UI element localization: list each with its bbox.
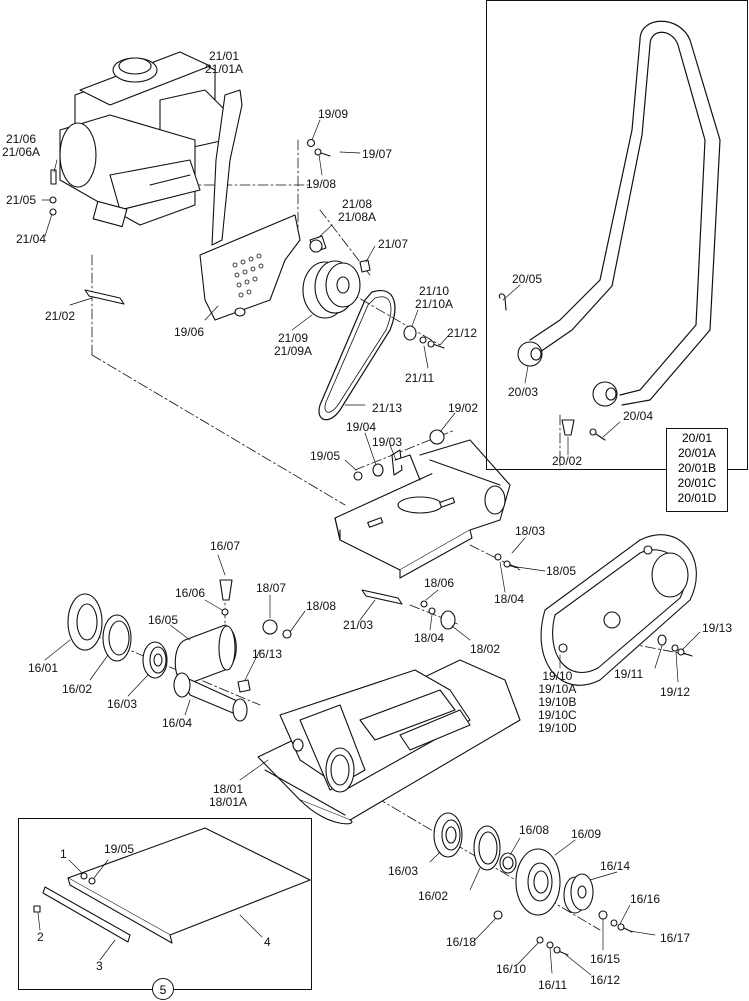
label-16-12: 16/12 xyxy=(590,973,621,987)
label-19-12: 19/12 xyxy=(660,685,691,699)
label-18-01: 18/01 18/01A xyxy=(209,782,248,809)
label-21-13: 21/13 xyxy=(372,401,403,415)
label-18-04b: 18/04 xyxy=(414,631,445,645)
label-21-10: 21/10 21/10A xyxy=(415,284,454,311)
pulley-21-09 xyxy=(302,260,361,319)
label-19-11: 19/11 xyxy=(614,667,644,681)
label-kit-19-05: 19/05 xyxy=(104,842,135,856)
engine-small-parts xyxy=(49,169,57,216)
label-16-03a: 16/03 xyxy=(107,697,138,711)
label-21-01: 21/01 21/01A xyxy=(205,49,244,76)
label-19-08: 19/08 xyxy=(306,177,337,191)
label-18-04a: 18/04 xyxy=(494,592,525,606)
variant-2: 20/01B xyxy=(677,461,717,475)
label-21-06: 21/06 21/06A xyxy=(2,132,41,159)
label-19-05a: 19/05 xyxy=(310,449,341,463)
label-18-07: 18/07 xyxy=(256,581,287,595)
variant-0: 20/01 xyxy=(681,431,713,445)
label-21-04: 21/04 xyxy=(16,232,47,246)
label-16-16: 16/16 xyxy=(630,892,661,906)
label-kit-3: 3 xyxy=(96,959,103,973)
flange-16-09 xyxy=(515,848,561,916)
label-kit-2: 2 xyxy=(37,930,44,944)
label-18-02: 18/02 xyxy=(470,642,501,656)
label-21-05: 21/05 xyxy=(6,193,37,207)
engine-21-01 xyxy=(59,51,226,228)
label-16-10: 16/10 xyxy=(496,962,527,976)
kit-inset-frame xyxy=(18,818,312,990)
label-16-02a: 16/02 xyxy=(62,682,93,696)
label-19-10: 19/10 19/10A 19/10B 19/10C 19/10D xyxy=(538,669,577,735)
leader-lines xyxy=(37,119,701,976)
label-19-07: 19/07 xyxy=(362,147,393,161)
bracket-plate-19-06 xyxy=(199,89,301,321)
label-20-02: 20/02 xyxy=(552,454,583,468)
shaft-16-04 xyxy=(173,672,248,722)
belt-guard-19-10 xyxy=(540,534,697,686)
kit-5-parts xyxy=(33,827,311,944)
label-18-08: 18/08 xyxy=(306,599,337,613)
label-16-01: 16/01 xyxy=(28,661,59,675)
label-16-05: 16/05 xyxy=(148,613,179,627)
label-21-08: 21/08 21/08A xyxy=(338,197,377,224)
label-16-13: 16/13 xyxy=(252,647,283,661)
label-16-02b: 16/02 xyxy=(418,889,449,903)
label-21-03: 21/03 xyxy=(343,618,374,632)
kit-number-badge: 5 xyxy=(152,978,174,1000)
handle-inset-frame xyxy=(486,0,748,470)
label-19-03: 19/03 xyxy=(372,435,403,449)
label-19-13: 19/13 xyxy=(702,621,733,635)
label-16-07: 16/07 xyxy=(210,539,241,553)
label-21-07: 21/07 xyxy=(378,237,409,251)
label-16-08: 16/08 xyxy=(519,823,550,837)
label-16-06: 16/06 xyxy=(175,586,206,600)
label-19-04: 19/04 xyxy=(346,420,377,434)
label-18-05: 18/05 xyxy=(546,564,577,578)
belt-21-13 xyxy=(318,290,396,421)
label-21-09: 21/09 21/09A xyxy=(274,331,313,358)
label-20-04: 20/04 xyxy=(623,409,654,423)
label-19-02: 19/02 xyxy=(448,401,479,415)
label-18-03: 18/03 xyxy=(515,524,546,538)
label-21-12: 21/12 xyxy=(447,326,478,340)
label-16-11: 16/11 xyxy=(538,978,568,992)
variant-3: 20/01C xyxy=(677,476,717,490)
label-19-09: 19/09 xyxy=(318,107,349,121)
label-16-09: 16/09 xyxy=(571,827,602,841)
label-21-02: 21/02 xyxy=(45,309,76,323)
label-16-15: 16/15 xyxy=(590,952,621,966)
label-19-06: 19/06 xyxy=(174,325,205,339)
label-16-18: 16/18 xyxy=(446,935,477,949)
variant-4: 20/01D xyxy=(677,491,717,505)
label-18-06: 18/06 xyxy=(424,576,455,590)
flange-16-01 xyxy=(67,593,103,651)
base-plate-18-01 xyxy=(257,659,521,825)
label-16-04: 16/04 xyxy=(162,716,193,730)
label-16-03b: 16/03 xyxy=(388,864,419,878)
handle-variants-box: 20/01 20/01A 20/01B 20/01C 20/01D xyxy=(666,428,728,512)
label-20-05: 20/05 xyxy=(512,272,543,286)
label-kit-4: 4 xyxy=(264,935,271,949)
label-21-11: 21/11 xyxy=(405,371,435,385)
label-kit-1: 1 xyxy=(60,847,67,861)
label-16-17: 16/17 xyxy=(660,931,691,945)
mounting-plate xyxy=(334,439,511,579)
key-21-02 xyxy=(84,289,125,305)
label-20-03: 20/03 xyxy=(508,385,539,399)
variant-1: 20/01A xyxy=(677,446,717,460)
label-16-14: 16/14 xyxy=(600,859,631,873)
handle-20-01 xyxy=(498,20,721,441)
